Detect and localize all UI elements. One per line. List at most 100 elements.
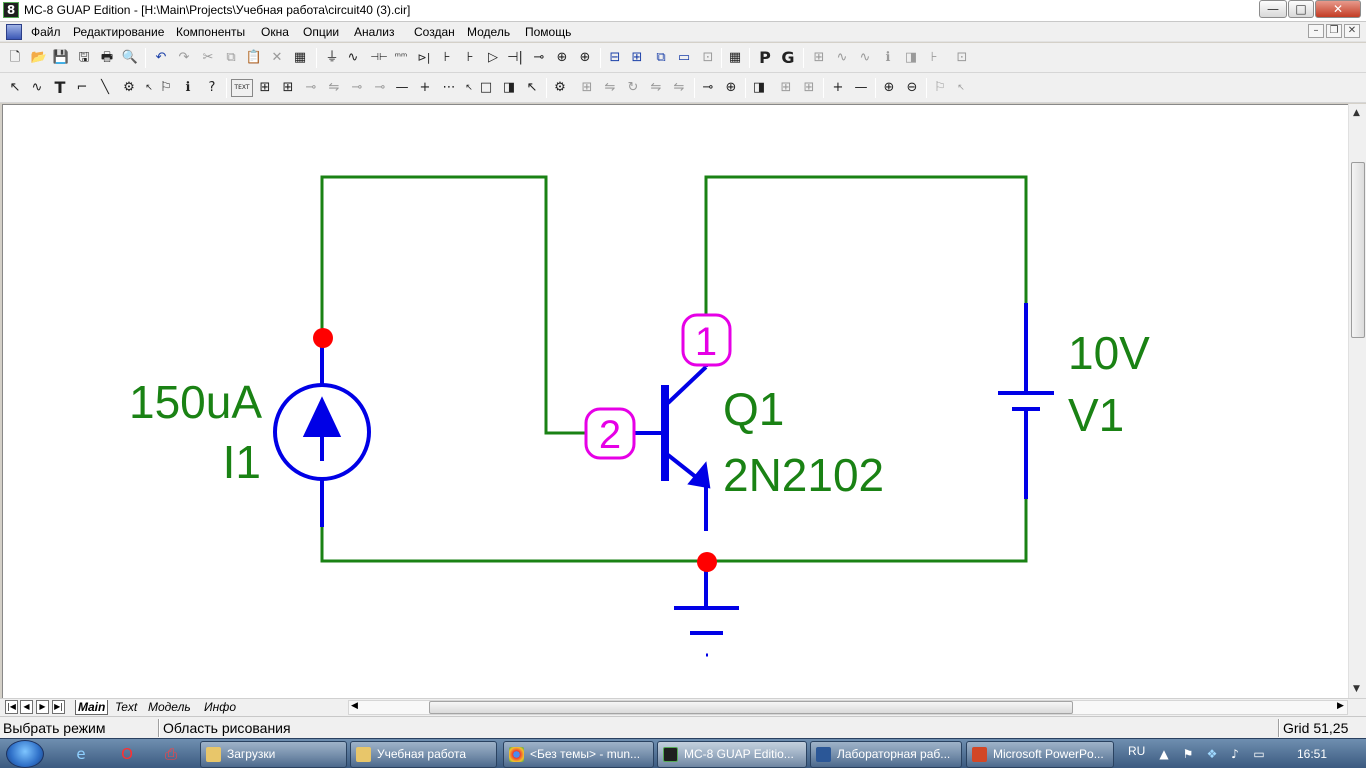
q1-ref[interactable]: Q1 — [723, 383, 784, 435]
pin-dim-icon[interactable]: ℹ — [885, 50, 891, 65]
mosfet-component-icon[interactable]: ⊦ — [466, 50, 474, 65]
tray-expand-icon[interactable]: ▲ — [1159, 747, 1169, 761]
volume-icon[interactable]: ♪ — [1231, 747, 1239, 761]
menu-model[interactable]: Модель — [467, 25, 511, 39]
layer-back-icon[interactable]: ⊞ — [780, 80, 792, 95]
components-mode-icon[interactable]: ⚙ — [123, 80, 135, 95]
calculator-icon[interactable]: ▦ — [728, 50, 742, 65]
language-indicator[interactable]: RU — [1128, 744, 1146, 758]
task-powerpoint[interactable]: Microsoft PowerPo... — [966, 741, 1114, 768]
page-scroll-icon[interactable]: ⊟ — [609, 50, 621, 65]
wire-base[interactable] — [320, 175, 586, 435]
tab-first-button[interactable]: |◀ — [5, 700, 18, 714]
close-button[interactable]: ✕ — [1315, 0, 1361, 18]
capacitor-component-icon[interactable]: ⊣⊢ — [370, 52, 388, 63]
power-display-icon[interactable]: ⊸ — [351, 80, 363, 95]
node-label-1[interactable]: 1 — [695, 320, 717, 364]
find-icon[interactable]: ⊸ — [702, 80, 714, 95]
battery-component-icon[interactable]: ⊣| — [507, 50, 523, 65]
ground-symbol[interactable] — [674, 561, 739, 657]
select-mode-icon[interactable]: ↖ — [9, 80, 21, 95]
menu-options[interactable]: Опции — [303, 25, 340, 39]
clock[interactable]: 16:51 — [1297, 747, 1328, 761]
tab-last-button[interactable]: ▶| — [52, 700, 65, 714]
i1-value[interactable]: 150uA — [129, 376, 262, 428]
frame-tool-icon[interactable]: ◨ — [502, 80, 516, 95]
inductor-component-icon[interactable]: ᵐᵐ — [394, 52, 408, 63]
app-icon[interactable]: 8 — [3, 2, 19, 18]
window-split-icon[interactable]: ⊡ — [702, 50, 714, 65]
insert-row-icon[interactable]: + — [832, 80, 844, 95]
current-display-icon[interactable]: ⇋ — [328, 80, 340, 95]
tab-main[interactable]: Main — [75, 700, 109, 715]
scroll-up-icon[interactable]: ▲ — [1353, 108, 1360, 118]
node-voltage-icon[interactable]: ⊸ — [305, 80, 317, 95]
scroll-down-icon[interactable]: ▼ — [1353, 684, 1360, 694]
tile-horizontal-icon[interactable]: ⧉ — [656, 50, 666, 65]
text-mode-icon[interactable]: T — [54, 78, 66, 97]
npn-component-icon[interactable]: ⊦ — [443, 50, 451, 65]
menu-help[interactable]: Помощь — [525, 25, 572, 39]
chevron-down-icon[interactable]: ↖ — [957, 83, 965, 93]
current-source-i1[interactable] — [273, 339, 371, 527]
pin-connections-icon[interactable]: ⊞ — [282, 80, 294, 95]
grid-dots-icon[interactable]: ⋯ — [442, 80, 456, 95]
v1-value[interactable]: 10V — [1068, 327, 1150, 379]
ie-icon[interactable]: e — [76, 745, 86, 763]
print-icon[interactable]: 🖶 — [100, 50, 114, 65]
box-icon[interactable]: ⊞ — [581, 80, 593, 95]
node-label-2[interactable]: 2 — [599, 413, 621, 457]
maximize-button[interactable]: □ — [1288, 0, 1314, 18]
chevron-down-icon[interactable]: ↖ — [465, 83, 473, 93]
zoom-in-icon[interactable]: ⊕ — [883, 80, 895, 95]
new-file-icon[interactable]: 🗋 — [9, 50, 21, 65]
flag-dim-icon[interactable]: ⚐ — [934, 80, 946, 95]
info-mode-icon[interactable]: ℹ — [185, 80, 191, 95]
q1-model[interactable]: 2N2102 — [723, 449, 884, 501]
network-icon[interactable]: ▭ — [1253, 747, 1265, 761]
menu-file[interactable]: Файл — [31, 25, 61, 39]
tab-info[interactable]: Инфо — [204, 700, 237, 714]
open-folder-icon[interactable]: 📂 — [30, 50, 48, 65]
v1-ref[interactable]: V1 — [1068, 389, 1124, 441]
select-all-icon[interactable]: ▦ — [293, 50, 307, 65]
task-chrome[interactable]: <Без темы> - mun... — [503, 741, 654, 768]
scroll-right-icon[interactable]: ▶ — [1337, 701, 1344, 711]
redo-icon[interactable]: ↷ — [178, 50, 190, 65]
diode-component-icon[interactable]: ⊳| — [417, 51, 431, 64]
minimize-button[interactable]: — — [1259, 0, 1287, 18]
tab-next-button[interactable]: ▶ — [36, 700, 49, 714]
mirror-icon[interactable]: ⇋ — [673, 80, 685, 95]
menu-components[interactable]: Компоненты — [176, 25, 246, 39]
wire-collector[interactable] — [704, 175, 1028, 315]
cut-icon[interactable]: ✂ — [202, 50, 214, 65]
paste-icon[interactable]: 📋 — [245, 50, 263, 65]
npn-transistor-q1[interactable] — [633, 341, 711, 531]
node-numbers-icon[interactable]: ⊞ — [259, 80, 271, 95]
task-downloads[interactable]: Загрузки — [200, 741, 347, 768]
wave-dim-icon[interactable]: ∿ — [859, 50, 871, 65]
frame-dim-icon[interactable]: ◨ — [904, 50, 918, 65]
mdi-close-button[interactable]: ✕ — [1344, 24, 1360, 38]
tab-prev-button[interactable]: ◀ — [20, 700, 33, 714]
action-center-flag-icon[interactable]: ⚑ — [1182, 747, 1194, 761]
tile-vertical-icon[interactable]: ⊞ — [631, 50, 643, 65]
probe-p-button[interactable]: P — [759, 48, 771, 67]
save-all-icon[interactable]: 🖫 — [78, 50, 90, 65]
tab-text[interactable]: Text — [115, 700, 138, 714]
delete-row-icon[interactable]: — — [854, 80, 868, 95]
print-preview-icon[interactable]: 🔍 — [121, 50, 139, 65]
battery-v1[interactable] — [998, 303, 1054, 499]
diagonal-wire-icon[interactable]: ╲ — [101, 80, 109, 95]
menu-create[interactable]: Создан — [414, 25, 455, 39]
flag-mode-icon[interactable]: ⚐ — [160, 80, 172, 95]
horizontal-scroll-thumb[interactable] — [429, 701, 1073, 714]
dropbox-icon[interactable]: ❖ — [1206, 747, 1218, 761]
plot-dim-icon[interactable]: ⊡ — [956, 50, 968, 65]
mdi-restore-button[interactable]: ❐ — [1326, 24, 1342, 38]
state-display-icon[interactable]: ⊸ — [374, 80, 386, 95]
zoom-out-icon[interactable]: ⊖ — [906, 80, 918, 95]
undo-icon[interactable]: ↶ — [155, 50, 167, 65]
rotate-icon[interactable]: ↻ — [627, 80, 639, 95]
mdi-minimize-button[interactable]: – — [1308, 24, 1324, 38]
